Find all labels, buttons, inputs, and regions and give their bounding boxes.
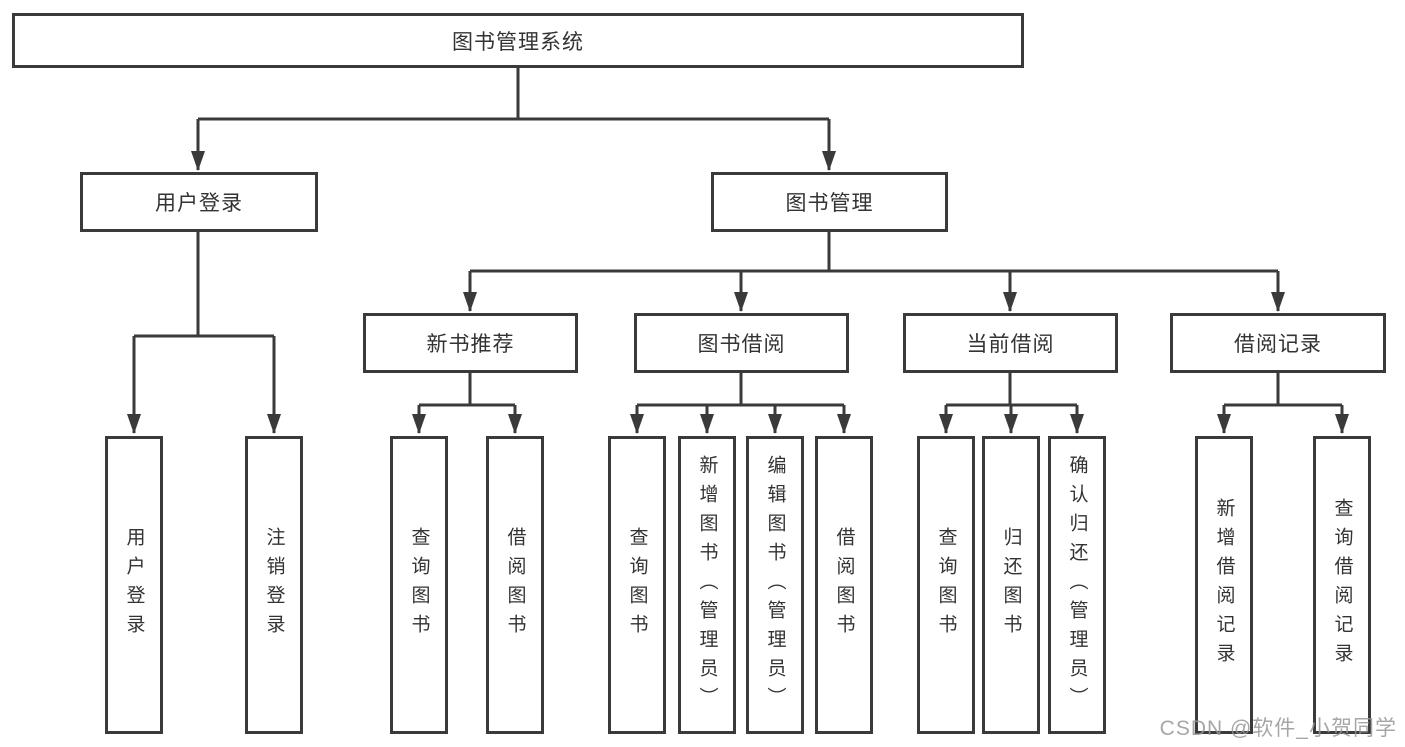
- node-label: 编辑图书（管理员）: [764, 454, 786, 716]
- node-label: 确认归还（管理员）: [1066, 454, 1088, 716]
- node-book-borrowing: 图书借阅: [634, 313, 849, 373]
- connector-new-book-to-leaves: [412, 373, 522, 434]
- connector-book-mgmt-to-level3: [463, 232, 1285, 312]
- node-label: 图书管理系统: [452, 30, 584, 54]
- node-label: 借阅记录: [1234, 333, 1322, 356]
- leaf-user-login: 用户登录: [105, 436, 163, 734]
- node-label: 查询借阅记录: [1331, 498, 1353, 672]
- node-label: 图书借阅: [697, 333, 786, 356]
- connector-root-to-level2: [191, 68, 836, 171]
- csdn-watermark: CSDN @软件_小贺同学: [1159, 717, 1397, 740]
- node-label: 新增借阅记录: [1213, 498, 1235, 672]
- leaf-edit-books-admin: 编辑图书（管理员）: [746, 436, 804, 734]
- node-label: 用户登录: [155, 192, 243, 215]
- node-label: 查询图书: [935, 527, 957, 643]
- connector-current-borrow-to-leaves: [939, 373, 1084, 434]
- node-label: 当前借阅: [966, 333, 1055, 356]
- leaf-return-books: 归还图书: [982, 436, 1040, 734]
- leaf-confirm-return-admin: 确认归还（管理员）: [1048, 436, 1106, 734]
- connector-book-borrow-to-leaves: [630, 373, 851, 434]
- node-new-book-recommendation: 新书推荐: [363, 313, 578, 373]
- leaf-borrow-books: 借阅图书: [815, 436, 873, 734]
- node-borrowing-records: 借阅记录: [1170, 313, 1386, 373]
- node-label: 用户登录: [123, 527, 145, 643]
- leaf-logout: 注销登录: [245, 436, 303, 734]
- node-label: 归还图书: [1000, 527, 1022, 643]
- leaf-borrow-books-recommend: 借阅图书: [486, 436, 544, 734]
- node-label: 注销登录: [263, 527, 285, 643]
- leaf-add-books-admin: 新增图书（管理员）: [678, 436, 736, 734]
- node-user-login: 用户登录: [80, 172, 318, 232]
- node-book-management: 图书管理: [711, 172, 948, 232]
- leaf-add-borrow-record: 新增借阅记录: [1195, 436, 1253, 734]
- leaf-query-books-recommend: 查询图书: [390, 436, 448, 734]
- node-label: 新增图书（管理员）: [696, 454, 718, 716]
- node-library-management-system: 图书管理系统: [12, 13, 1024, 68]
- node-current-borrowing: 当前借阅: [903, 313, 1118, 373]
- leaf-query-books-current: 查询图书: [917, 436, 975, 734]
- connector-borrow-record-to-leaves: [1217, 373, 1349, 434]
- node-label: 查询图书: [626, 527, 648, 643]
- leaf-query-borrow-record: 查询借阅记录: [1313, 436, 1371, 734]
- node-label: 借阅图书: [833, 527, 855, 643]
- leaf-query-books-borrow: 查询图书: [608, 436, 666, 734]
- node-label: 新书推荐: [426, 333, 515, 356]
- node-label: 借阅图书: [504, 527, 526, 643]
- node-label: 查询图书: [408, 527, 430, 643]
- node-label: 图书管理: [785, 192, 874, 215]
- connector-user-login-to-leaves: [127, 232, 281, 434]
